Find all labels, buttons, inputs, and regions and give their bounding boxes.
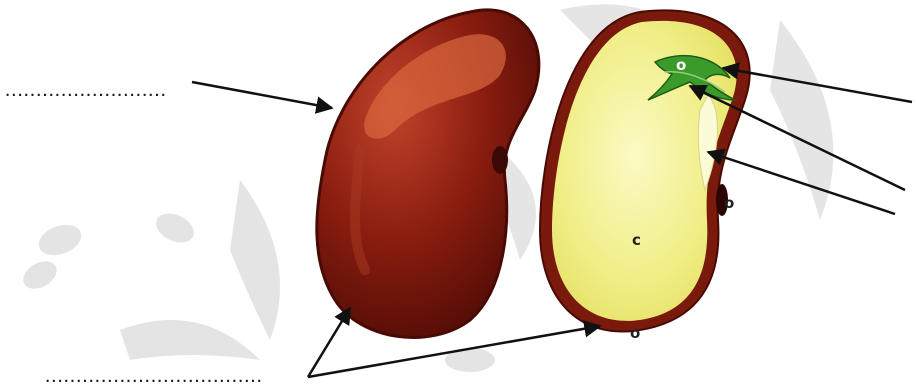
hilum-marker: o bbox=[724, 196, 734, 211]
arrow-seed-coat bbox=[192, 82, 332, 108]
plumule-marker: o bbox=[676, 58, 686, 73]
arrow-bottom-right bbox=[308, 326, 600, 377]
seed-coat-answer-blank: .......................... bbox=[4, 86, 166, 98]
split-bean bbox=[540, 10, 750, 331]
arrow-bottom-left bbox=[308, 308, 350, 377]
cotyledon-marker: c bbox=[632, 233, 641, 248]
hilum-outer bbox=[492, 146, 508, 174]
bottom-marker: o bbox=[630, 326, 640, 341]
whole-bean bbox=[317, 10, 539, 338]
bottom-answer-blank: ................................... bbox=[44, 372, 262, 384]
